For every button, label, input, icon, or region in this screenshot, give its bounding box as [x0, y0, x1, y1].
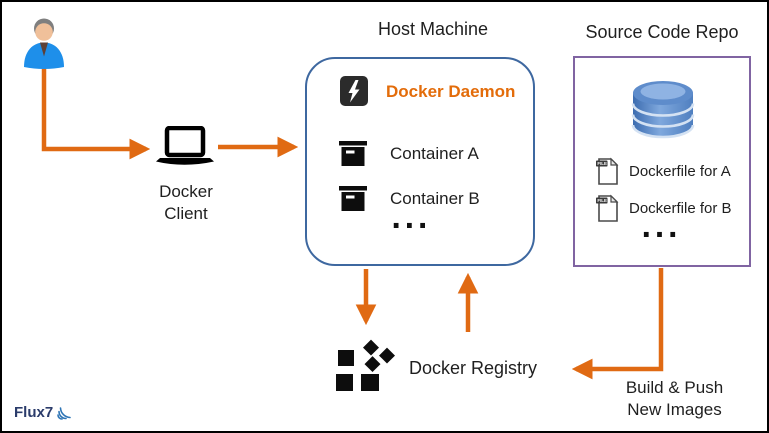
docker-client-label: Docker Client [159, 182, 213, 223]
docker-registry-icon [336, 339, 395, 391]
daemon-icon [340, 76, 368, 106]
flux7-logo-text: Flux7 [14, 404, 54, 421]
host-machine-box [305, 57, 535, 266]
dockerfile-b-label: Dockerfile for B [629, 200, 732, 217]
arrow-user-to-client [41, 68, 151, 160]
container-icon [339, 141, 367, 166]
build-push-label: Build & Push New Images [625, 378, 724, 419]
dockerfile-a-label: Dockerfile for A [629, 163, 731, 180]
svg-text:FILE: FILE [597, 198, 607, 203]
dockerfile-icon: FILE [596, 157, 619, 185]
source-repo-title: Source Code Repo [585, 22, 739, 42]
source-repo-box [573, 56, 751, 267]
container-icon [339, 186, 367, 211]
repo-ellipsis: ... [641, 213, 681, 244]
container-b-label: Container B [390, 189, 480, 208]
daemon-label: Docker Daemon [386, 82, 516, 101]
arrow-repo-to-registry [571, 268, 664, 380]
host-machine-title: Host Machine [377, 19, 489, 39]
svg-text:FILE: FILE [597, 161, 607, 166]
docker-client-icon [156, 126, 214, 165]
database-icon [631, 81, 695, 139]
dockerfile-icon: FILE [596, 194, 619, 222]
container-a-label: Container A [390, 144, 479, 163]
host-ellipsis: ... [391, 204, 431, 235]
flux7-logo: Flux7 [14, 404, 71, 421]
docker-registry-label: Docker Registry [409, 358, 538, 378]
user-icon [24, 18, 64, 69]
flux7-waves-icon [57, 406, 71, 420]
